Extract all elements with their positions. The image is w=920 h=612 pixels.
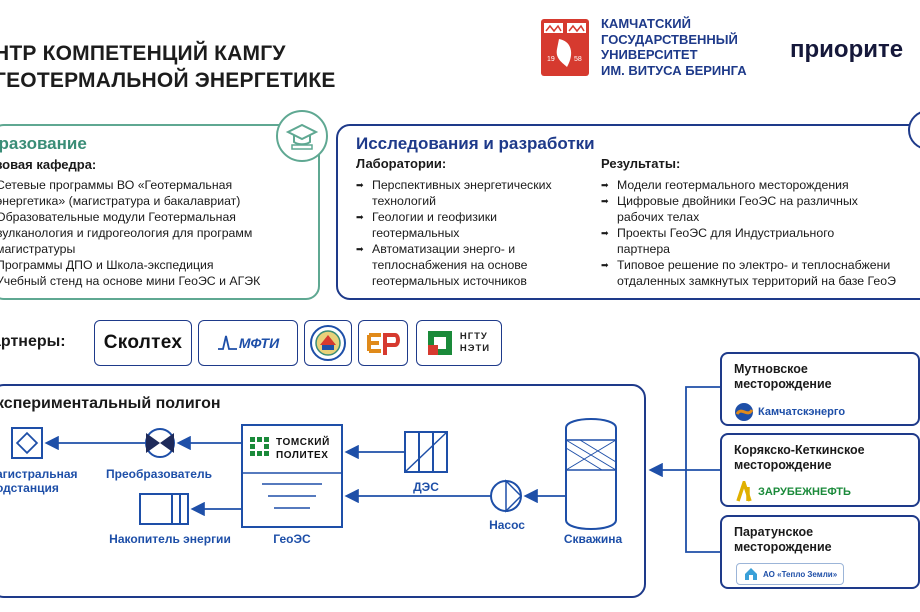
education-list: Сетевые программы ВО «Геотермальная энер…: [0, 177, 316, 289]
graduation-cap-icon: [276, 110, 328, 162]
pump-icon: [490, 479, 523, 513]
converter-label: Преобразователь: [106, 467, 212, 481]
list-item: Учебный стенд на основе мини ГеоЭС и АГЭ…: [0, 274, 261, 288]
list-item: Проекты ГеоЭС для Индустриального партне…: [601, 225, 861, 257]
list-item: энергетика» (магистратура и бакалавриат): [0, 194, 241, 208]
diesel-station-icon: [404, 431, 448, 473]
priority-logo: приорите: [790, 36, 904, 63]
partner-logo-ef: [358, 320, 408, 366]
converter-icon: [145, 428, 175, 458]
list-item: Автоматизации энерго- и теплоснабжения н…: [356, 241, 578, 289]
education-subheading: зовая кафедра:: [0, 157, 97, 172]
results-list: Модели геотермального месторождения Цифр…: [601, 177, 920, 287]
energy-storage-icon: [139, 493, 189, 525]
field-card-paratunskoe: Паратунское месторождение АО «Тепло Земл…: [720, 515, 920, 589]
labs-heading: Лаборатории:: [356, 156, 447, 171]
partner-logo-emblem: [304, 320, 352, 366]
svg-text:58: 58: [574, 56, 582, 63]
zarubezhneft-logo-icon: [736, 481, 752, 502]
ngtu-square-icon: [427, 331, 452, 355]
substation-label: агистральная одстанция: [0, 467, 78, 495]
page-title: НТР КОМПЕТЕНЦИЙ КАМГУ ГЕОТЕРМАЛЬНОЙ ЭНЕР…: [0, 42, 336, 92]
mipt-wave-icon: [217, 335, 237, 350]
well-label: Скважина: [563, 532, 623, 546]
list-item: Программы ДПО и Школа-экспедиция: [0, 258, 214, 272]
list-item: Цифровые двойники ГеоЭС на различных раб…: [601, 193, 901, 225]
list-item: Модели геотермального месторождения: [601, 177, 920, 193]
round-emblem-icon: [310, 325, 346, 361]
university-name: КАМЧАТСКИЙ ГОСУДАРСТВЕННЫЙ УНИВЕРСИТЕТ И…: [601, 16, 747, 78]
partners-label: артнеры:: [0, 333, 66, 350]
substation-icon: [11, 427, 43, 459]
partner-logo-mipt: МФТИ: [198, 320, 298, 366]
research-panel: [336, 124, 920, 300]
education-heading: бразование: [0, 134, 87, 153]
education-panel: [0, 124, 320, 300]
list-item: Типовое решение по электро- и теплоснабж…: [601, 257, 920, 287]
tpu-logo-text: ТОМСКИЙ ПОЛИТЕХ: [276, 437, 330, 461]
results-heading: Результаты:: [601, 156, 681, 171]
field-card-mutnovskoe: Мутновское месторождение Камчатскэнерго: [720, 352, 920, 426]
teplo-zemli-logo-icon: [745, 568, 757, 580]
storage-label: Накопитель энергии: [109, 532, 231, 546]
research-heading: Исследования и разработки: [356, 134, 595, 153]
field-card-koryaksko-ketkinskoe: Корякско-Кеткинское месторождение ЗАРУБЕ…: [720, 433, 920, 507]
list-item: Перспективных энергетических технологий: [356, 177, 578, 209]
list-item: Образовательные модули Геотермальная: [0, 210, 236, 224]
polygon-heading: кспериментальный полигон: [0, 395, 221, 412]
ef-logo-icon: [367, 333, 400, 355]
geoes-label: ГеоЭС: [273, 532, 311, 546]
kamgu-emblem-icon: 19 58: [541, 19, 589, 76]
experimental-polygon-panel: [0, 384, 646, 598]
list-item: Геологии и геофизики геотермальных: [356, 209, 578, 241]
list-item: магистратуры: [0, 242, 76, 256]
partner-logo-skoltech: Сколтех: [94, 320, 192, 366]
labs-list: Перспективных энергетических технологий …: [356, 177, 578, 289]
kamchatskenergo-logo-icon: [735, 403, 754, 421]
geoes-building-icon: [241, 424, 343, 528]
list-item: вулканология и гидрогеология для програм…: [0, 226, 253, 240]
svg-text:19: 19: [547, 56, 555, 63]
list-item: Сетевые программы ВО «Геотермальная: [0, 178, 233, 192]
des-label: ДЭС: [413, 480, 439, 494]
partner-logo-ngtu: НГТУ НЭТИ: [416, 320, 502, 366]
well-tank-icon: [565, 418, 617, 530]
pump-label: Насос: [489, 518, 525, 532]
